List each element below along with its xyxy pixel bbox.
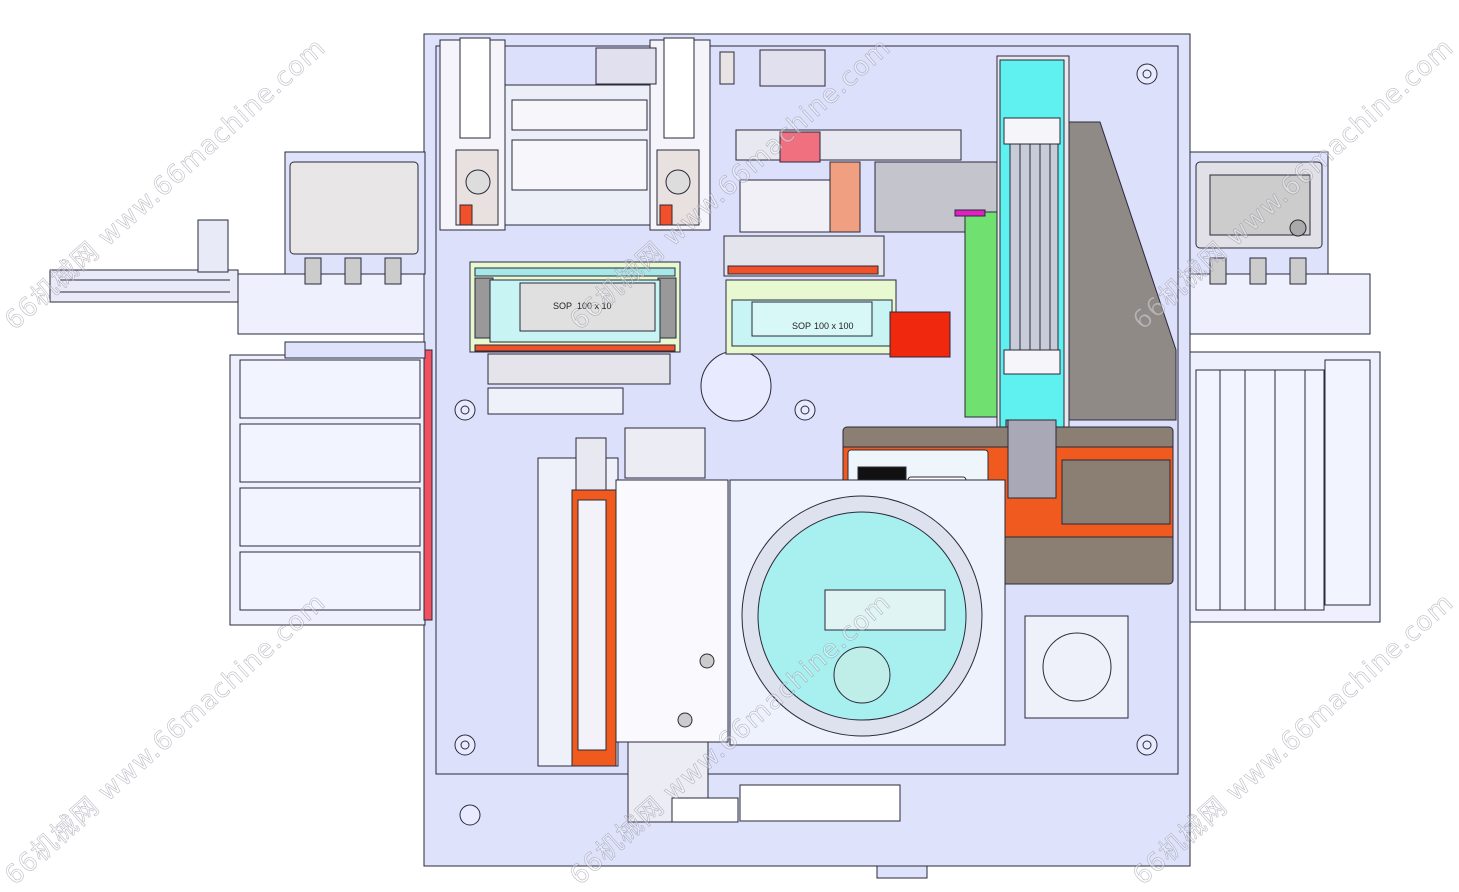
tray-label-type: SOP <box>553 301 572 311</box>
left-feeder-module <box>49 151 433 626</box>
tray-sop-1: SOP 100 x 10 <box>469 261 681 415</box>
magazine-module <box>537 427 901 823</box>
rotary-table <box>729 479 1006 746</box>
tray-label-size: 100 x 10 <box>577 301 612 311</box>
tray-sop-2: SOP 100 x 100 <box>723 129 1001 355</box>
right-feeder-module <box>1189 151 1381 623</box>
tray-label-type: SOP <box>792 321 811 331</box>
tape-feeder-left <box>439 37 826 231</box>
tray-label-size: 100 x 100 <box>814 321 854 331</box>
gantry-axis <box>889 55 1177 499</box>
